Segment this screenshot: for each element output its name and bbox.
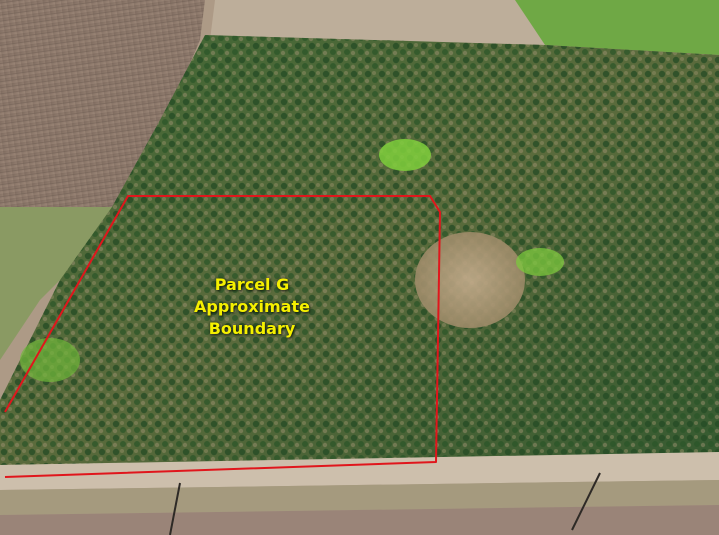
label-line-approximate: Approximate bbox=[194, 297, 310, 316]
label-line-boundary: Boundary bbox=[208, 319, 296, 338]
green-field-top-right bbox=[515, 0, 719, 55]
field-top-center bbox=[210, 0, 545, 45]
utility-pole bbox=[571, 472, 601, 531]
plowed-field-bottom bbox=[0, 505, 719, 535]
plowed-field-upper-left bbox=[0, 0, 205, 207]
bright-tree-patch bbox=[20, 338, 80, 382]
gravel-road bbox=[0, 452, 719, 490]
grass-strip-left bbox=[0, 207, 112, 360]
clearing bbox=[415, 232, 525, 328]
label-line-parcel: Parcel G bbox=[214, 275, 290, 294]
forest-texture bbox=[0, 35, 719, 465]
utility-pole bbox=[169, 482, 181, 535]
bright-tree-patch bbox=[516, 248, 564, 276]
bright-tree-patch bbox=[379, 139, 431, 171]
parcel-boundary-line bbox=[4, 195, 441, 478]
parcel-label: Parcel G Approximate Boundary bbox=[186, 274, 318, 340]
